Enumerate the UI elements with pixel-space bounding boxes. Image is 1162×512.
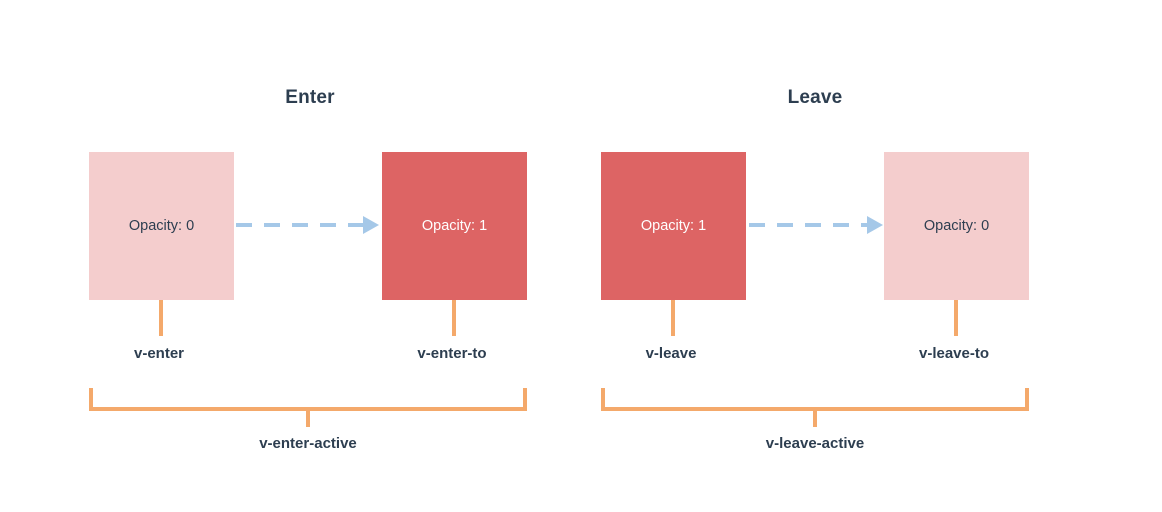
leave-group-title: Leave xyxy=(787,87,843,108)
leave-arrow-dashes xyxy=(749,223,867,227)
leave-to-class-label: v-leave-to xyxy=(918,345,990,362)
leave-active-connector xyxy=(813,411,817,427)
leave-transition-arrow-icon xyxy=(749,215,883,235)
leave-arrow-head xyxy=(867,216,883,234)
enter-to-class-label: v-enter-to xyxy=(417,345,487,362)
enter-group-title: Enter xyxy=(285,87,335,108)
enter-to-box-label: Opacity: 1 xyxy=(421,218,488,234)
leave-from-box-label: Opacity: 1 xyxy=(640,218,707,234)
enter-active-bracket xyxy=(89,388,527,411)
leave-from-class-label: v-leave xyxy=(645,345,697,362)
enter-from-box-label: Opacity: 0 xyxy=(128,218,195,234)
enter-active-connector xyxy=(306,411,310,427)
leave-from-connector xyxy=(671,300,675,336)
enter-active-class-label: v-enter-active xyxy=(259,435,357,452)
enter-transition-arrow-icon xyxy=(236,215,379,235)
enter-from-class-label: v-enter xyxy=(133,345,185,362)
leave-active-class-label: v-leave-active xyxy=(765,435,865,452)
leave-to-box-label: Opacity: 0 xyxy=(923,218,990,234)
enter-arrow-head xyxy=(363,216,379,234)
enter-from-box: Opacity: 0 xyxy=(89,152,234,300)
leave-active-bracket xyxy=(601,388,1029,411)
enter-to-connector xyxy=(452,300,456,336)
leave-from-box: Opacity: 1 xyxy=(601,152,746,300)
leave-to-box: Opacity: 0 xyxy=(884,152,1029,300)
leave-to-connector xyxy=(954,300,958,336)
enter-arrow-dashes xyxy=(236,223,363,227)
enter-from-connector xyxy=(159,300,163,336)
enter-to-box: Opacity: 1 xyxy=(382,152,527,300)
